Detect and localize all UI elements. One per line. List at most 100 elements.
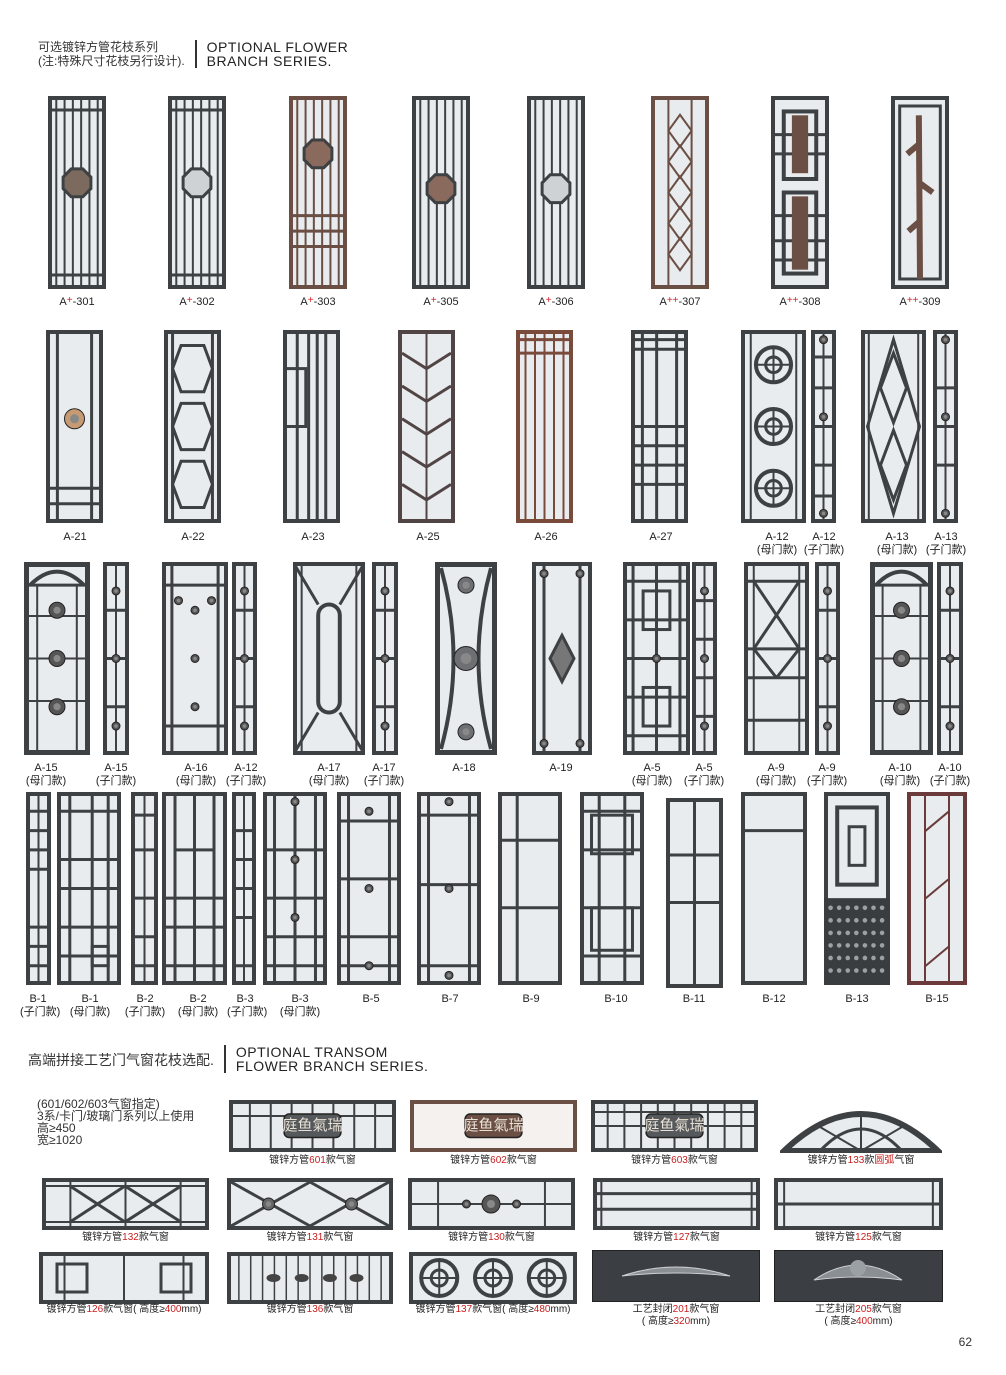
caption-row2-3: A-25 [383, 531, 473, 544]
caption-post: 款气窗 [506, 1155, 537, 1166]
transom-caption-line1: 镀锌方管137款气窗( 高度≥480mm) [399, 1304, 587, 1316]
caption-line2pre: ( 高度≥ [641, 1316, 674, 1327]
panel-row1-3 [412, 96, 470, 289]
req-line2: 3系/卡门/玻璃门系列以上使用 [37, 1109, 195, 1123]
caption-row4-13: B-15 [919, 993, 955, 1006]
caption-code: B-1 [81, 993, 99, 1005]
caption-post: 款气窗 [871, 1304, 902, 1315]
caption-prefix: A [659, 296, 667, 308]
req-line3: 高≥450 [37, 1121, 76, 1135]
transom-caption-line1: 镀锌方管136款气窗 [227, 1304, 393, 1316]
caption-code: B-1 [29, 993, 47, 1005]
panel-row1-2 [289, 96, 347, 289]
caption-code: A-26 [534, 531, 558, 543]
transom-131 [227, 1178, 393, 1230]
panel-row2-1 [164, 330, 221, 523]
panel-row3-11 [815, 562, 840, 755]
caption-row4-3: B-2(母门款) [174, 993, 222, 1019]
caption-row3-0: A-15(母门款) [22, 762, 70, 788]
caption-pre: 镀锌方管 [815, 1232, 856, 1243]
caption-sup: ++ [666, 295, 679, 306]
panel-row1-1 [168, 96, 226, 289]
caption-row4-4: B-3(子门款) [227, 993, 267, 1019]
caption-pre: 镀锌方管 [82, 1232, 123, 1243]
caption-sup: ++ [906, 295, 919, 306]
panel-row4-1 [57, 792, 121, 985]
caption-post: 款气窗 [504, 1232, 535, 1243]
header-cn-line2: (注:特殊尺寸花枝另行设计). [38, 54, 185, 68]
transom-caption-9: 镀锌方管126款气窗( 高度≥400mm) [39, 1304, 209, 1316]
transom-126 [39, 1252, 209, 1304]
caption-row1-1: A+-302 [156, 295, 238, 309]
caption-num: 205 [855, 1304, 872, 1315]
caption-code: A-15 [104, 762, 128, 774]
panel-row1-4 [527, 96, 585, 289]
header2-cn: 高端拼接工艺门气窗花枝选配. [28, 1052, 214, 1068]
transom-caption-1: 镀锌方管602款气窗 [410, 1155, 577, 1167]
caption-sub: (子门款) [925, 544, 967, 556]
transom-137 [409, 1252, 577, 1304]
header2-en-line1: OPTIONAL TRANSOM [235, 1044, 388, 1060]
caption-pre: 镀锌方管 [448, 1232, 489, 1243]
req-line4: 宽≥1020 [37, 1133, 83, 1147]
caption-line2post: mm) [872, 1316, 893, 1327]
caption-row1-5: A++-307 [639, 295, 721, 309]
caption-code: A-18 [452, 762, 476, 774]
caption-code: A-9 [818, 762, 836, 774]
transom-205 [774, 1250, 943, 1302]
transom-125 [774, 1178, 943, 1230]
caption-row1-2: A+-303 [277, 295, 359, 309]
transom-caption-4: 镀锌方管132款气窗 [42, 1232, 209, 1244]
panel-row3-0 [24, 562, 90, 755]
caption-num: 130 [488, 1232, 505, 1243]
header-divider [194, 40, 197, 68]
caption-row3-12: A-10(母门款) [876, 762, 924, 788]
caption-row4-0: B-1(子门款) [20, 993, 60, 1019]
panel-row2-5 [631, 330, 688, 523]
caption-row3-10: A-9(母门款) [752, 762, 800, 788]
caption-code: A-5 [643, 762, 661, 774]
transom-127 [593, 1178, 760, 1230]
transom-caption-7: 镀锌方管127款气窗 [593, 1232, 760, 1244]
transom-601: 庭鱼氣瑞 [229, 1100, 396, 1152]
caption-pre: 镀锌方管 [46, 1304, 87, 1315]
caption-pre: 镀锌方管 [415, 1304, 456, 1315]
transom-caption-13: 工艺封闭205款气窗( 高度≥400mm) [774, 1304, 943, 1328]
caption-sub: (母门款) [755, 775, 797, 787]
panel-row1-5 [651, 96, 709, 289]
plaque-text: 庭鱼氣瑞 [463, 1116, 523, 1134]
caption-pre: 工艺封闭 [632, 1304, 673, 1315]
caption-code: B-13 [845, 993, 869, 1005]
caption-sub: (子门款) [803, 544, 845, 556]
caption-row3-2: A-16(母门款) [172, 762, 220, 788]
caption-pre: 镀锌方管 [269, 1155, 310, 1166]
panel-row2-9 [933, 330, 958, 523]
caption-suffix: -306 [551, 296, 574, 308]
caption-code: B-3 [291, 993, 309, 1005]
caption-pre: 镀锌方管 [450, 1155, 491, 1166]
panel-row3-10 [744, 562, 809, 755]
caption-pre: 镀锌方管 [266, 1232, 307, 1243]
caption-code: A-13 [934, 531, 958, 543]
caption-code: B-9 [522, 993, 540, 1005]
caption-code: A-19 [549, 762, 573, 774]
panel-row4-11 [741, 792, 807, 985]
caption-row2-8: A-13(母门款) [862, 531, 932, 557]
caption-row4-2: B-2(子门款) [124, 993, 166, 1019]
caption-post: 款气窗 [138, 1232, 169, 1243]
caption-post: 款气窗( 高度≥ [103, 1304, 165, 1315]
caption-row2-5: A-27 [616, 531, 706, 544]
transom-caption-11: 镀锌方管137款气窗( 高度≥480mm) [399, 1304, 587, 1316]
transom-caption-line1: 镀锌方管601款气窗 [229, 1155, 396, 1167]
caption-post: 款气窗 [689, 1304, 720, 1315]
caption-post: 款气窗( 高度≥ [472, 1304, 534, 1315]
caption-prefix: A [300, 296, 308, 308]
caption-line2post: mm) [690, 1316, 711, 1327]
caption-code: B-3 [236, 993, 254, 1005]
caption-code: A-10 [888, 762, 912, 774]
caption-num: 603 [671, 1155, 688, 1166]
caption-sup: + [186, 295, 193, 306]
caption-num2: 400 [164, 1304, 182, 1315]
caption-pre: 镀锌方管 [631, 1155, 672, 1166]
transom-caption-6: 镀锌方管130款气窗 [408, 1232, 575, 1244]
